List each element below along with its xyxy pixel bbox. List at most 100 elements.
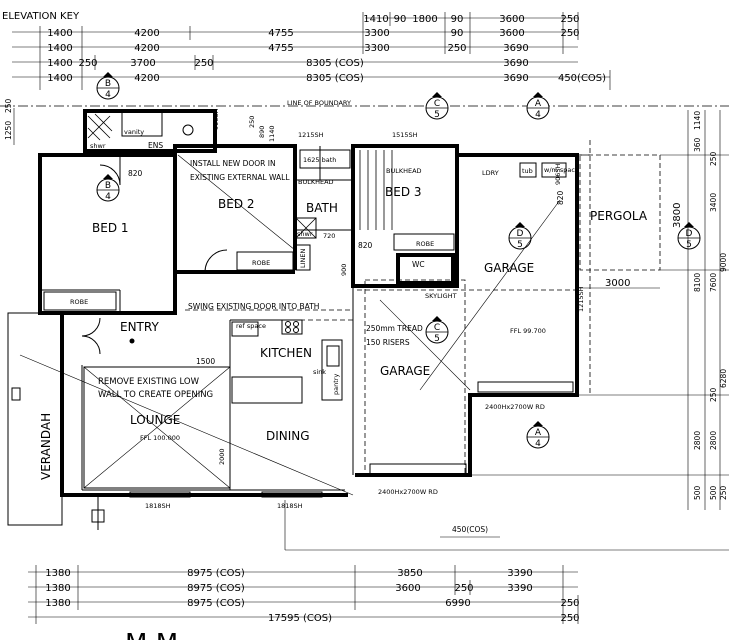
dim-value: 3400 xyxy=(709,193,718,212)
door-swing xyxy=(81,335,101,355)
room-garage-right: GARAGE xyxy=(484,261,534,275)
window-label: 1818SH xyxy=(145,502,171,510)
footer-scribble: M M xyxy=(125,629,178,640)
bulkhead-label: BULKHEAD xyxy=(386,167,422,175)
dim-value: 250 xyxy=(560,14,579,25)
light-icon xyxy=(129,338,135,344)
sink-label: sink xyxy=(313,368,326,376)
island-bench xyxy=(231,376,303,404)
dim-value: 2800 xyxy=(709,431,718,450)
vanity-label: vanity xyxy=(124,128,144,136)
room-lounge: LOUNGE xyxy=(130,413,180,427)
room-wc: WC xyxy=(412,260,425,269)
dim-value: 1380 xyxy=(45,598,70,609)
marker-arrow xyxy=(684,222,694,227)
note-tread: 250mm TREAD xyxy=(366,324,423,333)
shower-label: shwr xyxy=(297,230,313,238)
linen-cupboard xyxy=(295,244,311,271)
door-label: 820 xyxy=(128,169,143,178)
room-verandah: VERANDAH xyxy=(39,413,53,480)
elevation-key-title: ELEVATION KEY xyxy=(2,11,80,22)
dim-value: 9000 xyxy=(719,253,728,272)
dim-value: 250 xyxy=(709,151,718,166)
note-new-door-2: EXISTING EXTERNAL WALL xyxy=(190,173,290,182)
leader-line xyxy=(19,354,354,496)
dim-value: 3600 xyxy=(499,28,524,39)
dim-value: 8305 (COS) xyxy=(306,58,364,69)
ref-space xyxy=(231,321,259,337)
dim-value: 4200 xyxy=(134,28,159,39)
door-label: 820 xyxy=(556,190,565,205)
bath-tub xyxy=(299,149,351,169)
dim-value: 4755 xyxy=(268,43,293,54)
dim-value: 1400 xyxy=(47,43,72,54)
wm-space-label: w/m space xyxy=(544,166,579,174)
dim-value: 500 xyxy=(693,485,702,500)
marker-letter: A xyxy=(535,428,542,438)
dim-value: 450(COS) xyxy=(558,73,606,84)
marker-letter: D xyxy=(686,229,693,239)
burner-icon xyxy=(285,321,291,327)
bath-shower xyxy=(295,217,317,239)
elevation-marker: C5 xyxy=(425,92,449,120)
dim-value: 1140 xyxy=(268,125,276,142)
pantry-label: pantry xyxy=(332,374,340,395)
window-label: 1215SH xyxy=(298,131,324,139)
dim-value: 7600 xyxy=(709,273,718,292)
top-dimension-row-2: 1400 4200 4755 3300 90 3600 250 xyxy=(47,28,579,39)
vanity-outline xyxy=(121,111,163,137)
top-dimension-row-4: 1400 250 3700 250 8305 (COS) 3690 xyxy=(47,58,528,69)
marker-number: 5 xyxy=(434,334,440,344)
dim-value: 90 xyxy=(394,14,407,25)
note-remove-wall-2: WALL TO CREATE OPENING xyxy=(98,390,213,400)
marker-number: 5 xyxy=(434,110,440,120)
line-of-boundary-label: LINE OF BOUNDARY xyxy=(287,99,351,107)
robe-3-label: ROBE xyxy=(416,240,434,248)
elevation-marker: C5 xyxy=(425,316,449,344)
room-bed2: BED 2 xyxy=(218,197,255,211)
elevation-marker: B4 xyxy=(96,174,120,202)
dim-value: 360 xyxy=(693,137,702,152)
room-bath: BATH xyxy=(306,201,338,215)
right-dimension-lines xyxy=(470,110,729,510)
bottom-dimension-row-1: 1380 8975 (COS) 3850 3390 xyxy=(45,568,532,579)
room-ens: ENS xyxy=(148,141,163,150)
window-label: 906SH xyxy=(212,108,220,130)
dim-value: 1380 xyxy=(45,568,70,579)
dim-value: 8975 (COS) xyxy=(187,583,245,594)
dim-value: 500 xyxy=(709,485,718,500)
dim-value: 1400 xyxy=(47,58,72,69)
marker-arrow xyxy=(515,222,525,227)
room-dining: DINING xyxy=(266,429,310,443)
dim-value: 3700 xyxy=(130,58,155,69)
dim-value: 1500 xyxy=(196,357,215,366)
garage-main-outline xyxy=(364,279,466,476)
dim-value: 250 xyxy=(560,598,579,609)
sink-icon xyxy=(326,345,340,367)
dim-value: 3800 xyxy=(672,203,683,228)
marker-arrow xyxy=(103,72,113,77)
door-label: 900 xyxy=(340,264,348,276)
tub-label: tub xyxy=(522,167,533,175)
dim-value: 250 xyxy=(248,116,256,128)
marker-letter: A xyxy=(535,99,542,109)
elevation-marker: D5 xyxy=(508,222,532,250)
window-label: 906SH xyxy=(554,163,562,185)
note-swing-door: SWING EXISTING DOOR INTO BATH xyxy=(188,302,319,311)
dim-value: 8305 (COS) xyxy=(306,73,364,84)
window-dining xyxy=(261,491,323,498)
dim-value: 1410 xyxy=(363,14,388,25)
room-entry: ENTRY xyxy=(120,320,159,334)
dim-value: 3850 xyxy=(397,568,422,579)
door-swing xyxy=(204,249,228,273)
dim-value: 3390 xyxy=(507,583,532,594)
shower-label: shwr xyxy=(90,142,106,150)
right-dimension-values: 1140 360 250 3400 7600 8100 9000 6280 25… xyxy=(693,111,728,500)
dim-value: 3300 xyxy=(364,28,389,39)
dim-value: 90 xyxy=(451,28,464,39)
room-garage-main: GARAGE xyxy=(380,364,430,378)
ffl-left-label: FFL 100.000 xyxy=(140,434,180,442)
room-ldry: LDRY xyxy=(482,169,499,177)
